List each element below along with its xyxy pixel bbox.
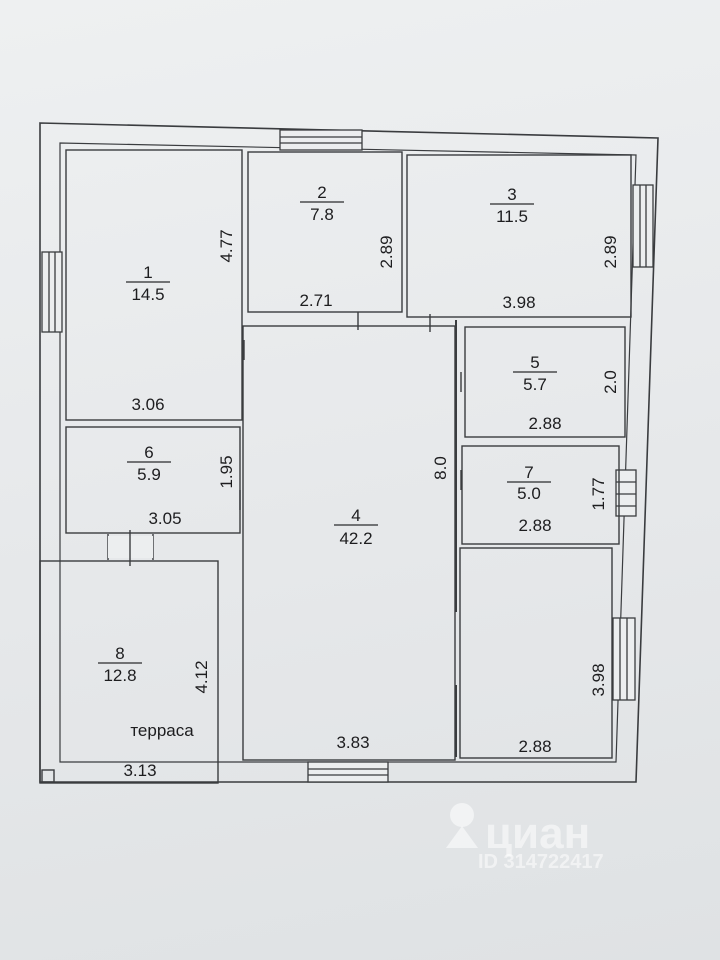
- room-unnumbered-dimension-1: 3.98: [589, 663, 608, 696]
- window-right-upper: [632, 184, 654, 268]
- room-2: [247, 151, 403, 313]
- room-6-area: 5.9: [137, 465, 161, 484]
- room-6-dimension-2: 3.05: [148, 509, 181, 528]
- room-1-dimension-2: 3.06: [131, 395, 164, 414]
- room-3-dimension-2: 3.98: [502, 293, 535, 312]
- room-8-dimension-2: 3.13: [123, 761, 156, 780]
- room-7-area: 5.0: [517, 484, 541, 503]
- room-4-dimension-1: 8.0: [431, 456, 450, 480]
- room-2-dimension-1: 2.89: [377, 235, 396, 268]
- watermark-logo-icon: [450, 803, 474, 827]
- room-7-dimension-2: 2.88: [518, 516, 551, 535]
- room-8-area: 12.8: [103, 666, 136, 685]
- window-right-lower: [612, 617, 636, 701]
- room-4-dimension-2: 3.83: [336, 733, 369, 752]
- window-marks: [41, 129, 654, 783]
- room-1-number: 1: [143, 263, 152, 282]
- watermark-brand: циан: [485, 809, 590, 858]
- room-4-area: 42.2: [339, 529, 372, 548]
- room-8: [39, 560, 219, 784]
- door-marks: [41, 312, 462, 783]
- room-3: [406, 154, 632, 318]
- room-1: [65, 149, 243, 421]
- room-7: [461, 445, 620, 545]
- room-7-dimension-1: 1.77: [589, 477, 608, 510]
- room-unnumbered: [459, 547, 613, 759]
- window-left: [41, 251, 63, 333]
- room-2-dimension-2: 2.71: [299, 291, 332, 310]
- watermark-figure-icon: [446, 826, 478, 848]
- room-3-area: 11.5: [496, 207, 528, 226]
- watermark: циан ID 314722417: [446, 803, 604, 873]
- room-3-dimension-1: 2.89: [601, 235, 620, 268]
- room-1-area: 14.5: [131, 285, 164, 304]
- room-unnumbered-dimension-2: 2.88: [518, 737, 551, 756]
- room-4-number: 4: [351, 506, 360, 525]
- room-6-number: 6: [144, 443, 153, 462]
- room-2-area: 7.8: [310, 205, 334, 224]
- room-7-number: 7: [524, 463, 533, 482]
- window-top: [279, 129, 363, 151]
- room-6: [65, 426, 241, 534]
- room-3-number: 3: [507, 185, 516, 204]
- room-8-name: терраса: [130, 721, 194, 740]
- room-8-number: 8: [115, 644, 124, 663]
- room-6-dimension-1: 1.95: [217, 455, 236, 488]
- room-5-number: 5: [530, 353, 539, 372]
- watermark-id: ID 314722417: [478, 851, 604, 873]
- room-2-number: 2: [317, 183, 326, 202]
- room-8-dimension-1: 4.12: [192, 660, 211, 693]
- room-5-area: 5.7: [523, 375, 547, 394]
- room-1-dimension-1: 4.77: [217, 229, 236, 262]
- window-bottom: [307, 761, 389, 783]
- room-5-dimension-1: 2.0: [601, 370, 620, 394]
- room-5: [464, 326, 626, 438]
- room-5-dimension-2: 2.88: [528, 414, 561, 433]
